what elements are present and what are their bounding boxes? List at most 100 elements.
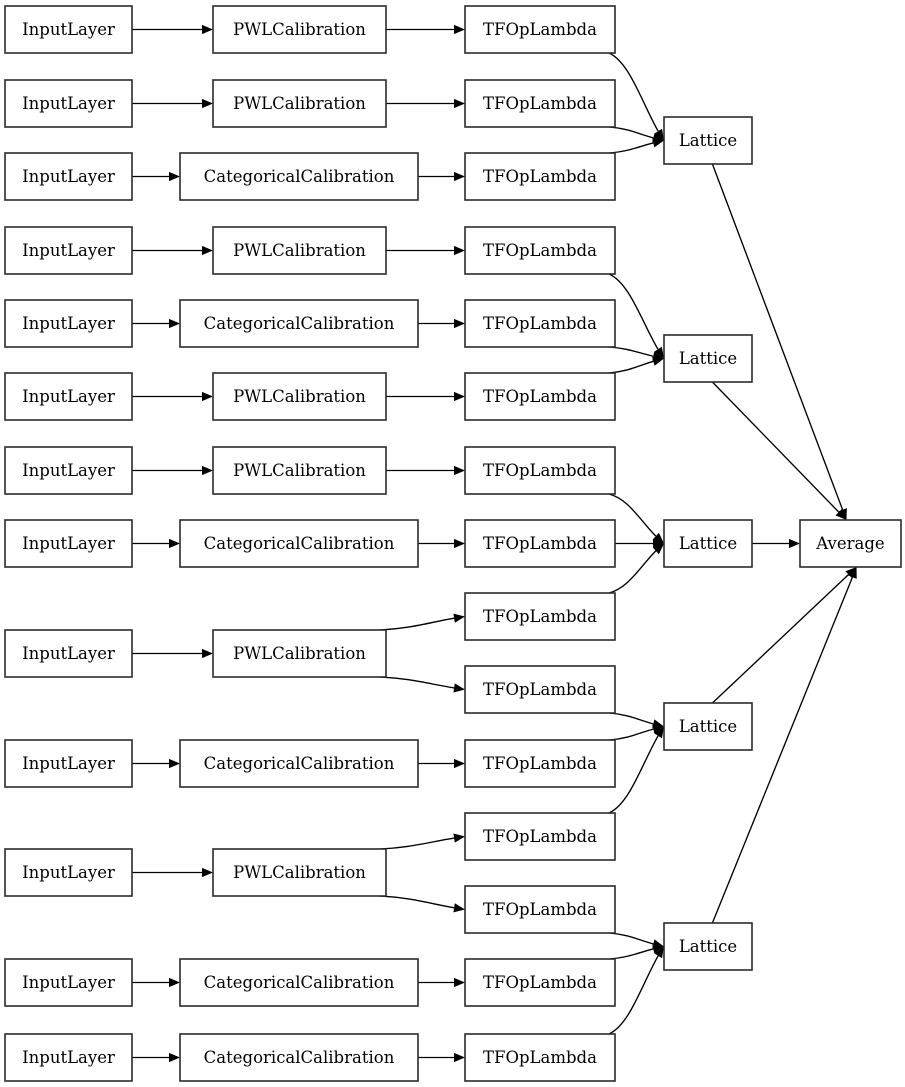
node-box[interactable] bbox=[179, 152, 419, 201]
node-tfop-lambda-lam6[interactable]: TFOpLambda bbox=[464, 372, 616, 421]
node-tfop-lambda-lam10[interactable]: TFOpLambda bbox=[464, 665, 616, 714]
node-input-layer-in11[interactable]: InputLayer bbox=[4, 848, 133, 897]
node-input-layer-in1[interactable]: InputLayer bbox=[4, 5, 133, 54]
edge-line bbox=[608, 142, 654, 154]
node-box[interactable] bbox=[4, 848, 133, 897]
node-pwlcalibration-cal1[interactable]: PWLCalibration bbox=[212, 5, 387, 54]
node-tfop-lambda-lam2[interactable]: TFOpLambda bbox=[464, 79, 616, 128]
node-input-layer-in2[interactable]: InputLayer bbox=[4, 79, 133, 128]
node-box[interactable] bbox=[4, 446, 133, 495]
node-input-layer-in10[interactable]: InputLayer bbox=[4, 739, 133, 788]
node-box[interactable] bbox=[464, 1033, 616, 1082]
node-tfop-lambda-lam1[interactable]: TFOpLambda bbox=[464, 5, 616, 54]
node-input-layer-in7[interactable]: InputLayer bbox=[4, 446, 133, 495]
node-lattice-lat4[interactable]: Lattice bbox=[663, 702, 753, 751]
node-categorical-calibration-cal10[interactable]: CategoricalCalibration bbox=[179, 739, 419, 788]
node-tfop-lambda-lam7[interactable]: TFOpLambda bbox=[464, 446, 616, 495]
node-box[interactable] bbox=[464, 5, 616, 54]
node-box[interactable] bbox=[799, 519, 902, 568]
edge-line bbox=[608, 273, 659, 350]
node-lattice-lat2[interactable]: Lattice bbox=[663, 334, 753, 383]
node-box[interactable] bbox=[4, 1033, 133, 1082]
node-input-layer-in5[interactable]: InputLayer bbox=[4, 299, 133, 348]
node-input-layer-in8[interactable]: InputLayer bbox=[4, 519, 133, 568]
node-box[interactable] bbox=[4, 79, 133, 128]
node-box[interactable] bbox=[663, 922, 753, 971]
node-input-layer-in12[interactable]: InputLayer bbox=[4, 958, 133, 1007]
node-tfop-lambda-lam9[interactable]: TFOpLambda bbox=[464, 592, 616, 641]
node-tfop-lambda-lam11[interactable]: TFOpLambda bbox=[464, 739, 616, 788]
node-box[interactable] bbox=[212, 446, 387, 495]
node-box[interactable] bbox=[179, 739, 419, 788]
edge-arrowhead bbox=[453, 683, 465, 693]
node-box[interactable] bbox=[179, 299, 419, 348]
node-box[interactable] bbox=[4, 226, 133, 275]
node-box[interactable] bbox=[212, 629, 387, 678]
node-input-layer-in13[interactable]: InputLayer bbox=[4, 1033, 133, 1082]
node-box[interactable] bbox=[464, 372, 616, 421]
node-pwlcalibration-cal6[interactable]: PWLCalibration bbox=[212, 372, 387, 421]
node-box[interactable] bbox=[212, 226, 387, 275]
node-box[interactable] bbox=[464, 152, 616, 201]
node-box[interactable] bbox=[464, 739, 616, 788]
node-box[interactable] bbox=[212, 372, 387, 421]
node-pwlcalibration-cal4[interactable]: PWLCalibration bbox=[212, 226, 387, 275]
node-box[interactable] bbox=[179, 1033, 419, 1082]
node-box[interactable] bbox=[464, 446, 616, 495]
node-input-layer-in6[interactable]: InputLayer bbox=[4, 372, 133, 421]
node-tfop-lambda-lam3[interactable]: TFOpLambda bbox=[464, 152, 616, 201]
node-box[interactable] bbox=[4, 519, 133, 568]
node-box[interactable] bbox=[4, 629, 133, 678]
node-box[interactable] bbox=[4, 5, 133, 54]
node-box[interactable] bbox=[212, 5, 387, 54]
node-box[interactable] bbox=[4, 739, 133, 788]
node-box[interactable] bbox=[179, 958, 419, 1007]
node-box[interactable] bbox=[212, 79, 387, 128]
node-pwlcalibration-cal2[interactable]: PWLCalibration bbox=[212, 79, 387, 128]
node-box[interactable] bbox=[4, 372, 133, 421]
node-box[interactable] bbox=[464, 299, 616, 348]
node-box[interactable] bbox=[4, 958, 133, 1007]
node-categorical-calibration-cal8[interactable]: CategoricalCalibration bbox=[179, 519, 419, 568]
node-tfop-lambda-lam8[interactable]: TFOpLambda bbox=[464, 519, 616, 568]
node-input-layer-in3[interactable]: InputLayer bbox=[4, 152, 133, 201]
node-box[interactable] bbox=[464, 79, 616, 128]
node-categorical-calibration-cal5[interactable]: CategoricalCalibration bbox=[179, 299, 419, 348]
node-categorical-calibration-cal3[interactable]: CategoricalCalibration bbox=[179, 152, 419, 201]
node-pwlcalibration-cal7[interactable]: PWLCalibration bbox=[212, 446, 387, 495]
node-tfop-lambda-lam13[interactable]: TFOpLambda bbox=[464, 885, 616, 934]
node-pwlcalibration-cal9[interactable]: PWLCalibration bbox=[212, 629, 387, 678]
node-box[interactable] bbox=[464, 592, 616, 641]
node-tfop-lambda-lam15[interactable]: TFOpLambda bbox=[464, 1033, 616, 1082]
node-box[interactable] bbox=[663, 702, 753, 751]
node-categorical-calibration-cal13[interactable]: CategoricalCalibration bbox=[179, 1033, 419, 1082]
node-box[interactable] bbox=[212, 848, 387, 897]
node-box[interactable] bbox=[663, 116, 753, 165]
node-tfop-lambda-lam4[interactable]: TFOpLambda bbox=[464, 226, 616, 275]
node-box[interactable] bbox=[464, 665, 616, 714]
node-label: InputLayer bbox=[22, 94, 115, 113]
node-tfop-lambda-lam5[interactable]: TFOpLambda bbox=[464, 299, 616, 348]
node-input-layer-in4[interactable]: InputLayer bbox=[4, 226, 133, 275]
node-lattice-lat3[interactable]: Lattice bbox=[663, 519, 753, 568]
node-tfop-lambda-lam14[interactable]: TFOpLambda bbox=[464, 958, 616, 1007]
node-box[interactable] bbox=[663, 519, 753, 568]
node-input-layer-in9[interactable]: InputLayer bbox=[4, 629, 133, 678]
node-average-avg[interactable]: Average bbox=[799, 519, 902, 568]
node-box[interactable] bbox=[4, 152, 133, 201]
node-box[interactable] bbox=[464, 958, 616, 1007]
node-box[interactable] bbox=[464, 812, 616, 861]
edge-line bbox=[608, 52, 659, 132]
node-lattice-lat5[interactable]: Lattice bbox=[663, 922, 753, 971]
node-box[interactable] bbox=[464, 885, 616, 934]
node-categorical-calibration-cal12[interactable]: CategoricalCalibration bbox=[179, 958, 419, 1007]
node-box[interactable] bbox=[464, 226, 616, 275]
node-box[interactable] bbox=[464, 519, 616, 568]
node-box[interactable] bbox=[663, 334, 753, 383]
node-tfop-lambda-lam12[interactable]: TFOpLambda bbox=[464, 812, 616, 861]
node-box[interactable] bbox=[179, 519, 419, 568]
node-pwlcalibration-cal11[interactable]: PWLCalibration bbox=[212, 848, 387, 897]
node-box[interactable] bbox=[4, 299, 133, 348]
edge-arrowhead bbox=[653, 538, 664, 549]
node-lattice-lat1[interactable]: Lattice bbox=[663, 116, 753, 165]
